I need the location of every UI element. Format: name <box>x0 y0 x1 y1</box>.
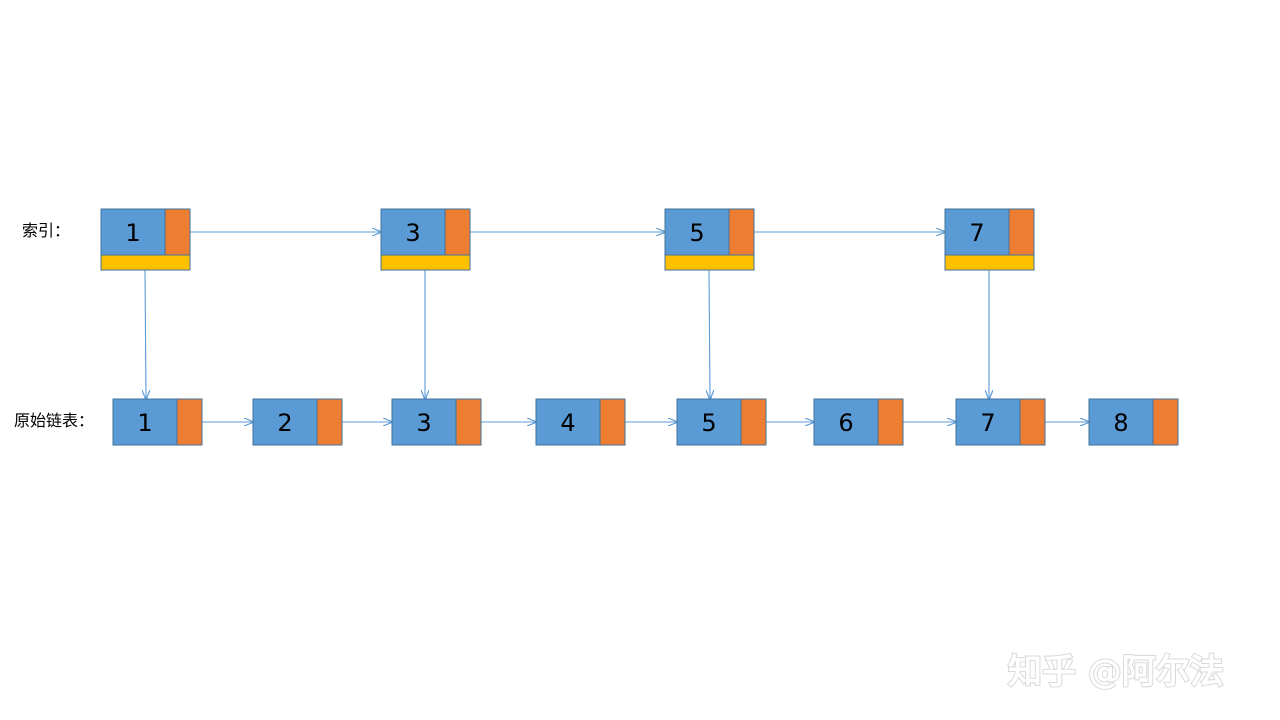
index-down-arrow <box>709 269 710 399</box>
list-node-value: 1 <box>137 409 152 437</box>
index-node-3: 3 <box>380 208 471 271</box>
list-node-value-cell <box>1088 398 1154 446</box>
index-node-value-cell <box>380 208 446 256</box>
list-node-2: 2 <box>252 398 343 446</box>
index-node-value-cell <box>664 208 730 256</box>
list-node-next-pointer <box>877 398 904 446</box>
nodes: 1 2 3 4 5 6 7 8 1 3 5 7 <box>100 208 1179 446</box>
watermark-text: 知乎 @阿尔法 <box>1008 652 1224 692</box>
list-node-value: 3 <box>416 409 431 437</box>
list-node-1: 1 <box>112 398 203 446</box>
list-node-5: 5 <box>676 398 767 446</box>
list-node-value: 7 <box>980 409 995 437</box>
list-node-value-cell <box>391 398 457 446</box>
index-node-1: 1 <box>100 208 191 271</box>
index-node-value: 1 <box>125 219 140 247</box>
list-node-4: 4 <box>535 398 626 446</box>
list-node-3: 3 <box>391 398 482 446</box>
index-node-5: 5 <box>664 208 755 271</box>
original-list-row-label: 原始链表： <box>14 411 94 430</box>
index-node-down-pointer <box>100 254 191 271</box>
list-node-value: 5 <box>701 409 716 437</box>
index-node-next-pointer <box>164 208 191 256</box>
list-node-value: 8 <box>1113 409 1128 437</box>
list-node-value: 2 <box>277 409 292 437</box>
index-row-label: 索引： <box>22 221 70 240</box>
list-node-next-pointer <box>1019 398 1046 446</box>
index-node-down-pointer <box>664 254 755 271</box>
list-node-next-pointer <box>455 398 482 446</box>
index-node-next-pointer <box>1008 208 1035 256</box>
index-node-value-cell <box>944 208 1010 256</box>
list-node-value-cell <box>813 398 879 446</box>
index-down-arrow <box>145 269 146 399</box>
index-node-next-pointer <box>728 208 755 256</box>
list-node-7: 7 <box>955 398 1046 446</box>
index-node-value: 7 <box>969 219 984 247</box>
index-node-down-pointer <box>944 254 1035 271</box>
list-node-next-pointer <box>599 398 626 446</box>
index-node-7: 7 <box>944 208 1035 271</box>
connectors <box>145 232 1089 422</box>
list-node-next-pointer <box>740 398 767 446</box>
list-node-next-pointer <box>1152 398 1179 446</box>
list-node-value: 4 <box>560 409 575 437</box>
index-node-next-pointer <box>444 208 471 256</box>
list-node-8: 8 <box>1088 398 1179 446</box>
list-node-6: 6 <box>813 398 904 446</box>
list-node-value-cell <box>955 398 1021 446</box>
index-node-down-pointer <box>380 254 471 271</box>
list-node-next-pointer <box>176 398 203 446</box>
list-node-next-pointer <box>316 398 343 446</box>
index-node-value: 3 <box>405 219 420 247</box>
index-node-value: 5 <box>689 219 704 247</box>
list-node-value: 6 <box>838 409 853 437</box>
